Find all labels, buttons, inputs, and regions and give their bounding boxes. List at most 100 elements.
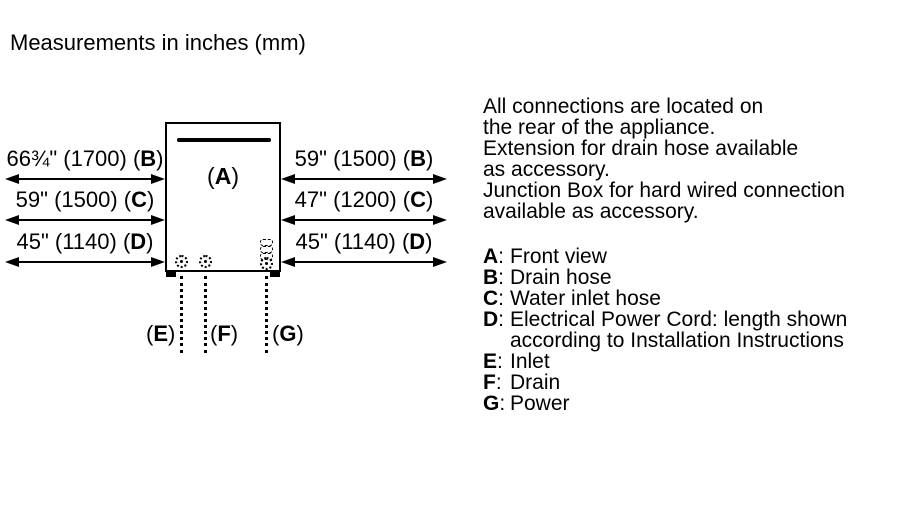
legend-separator: : <box>499 392 506 415</box>
arrow-right-icon <box>151 174 165 184</box>
dimension-key: C <box>131 187 147 212</box>
dimension-value: 45" (1140) ( <box>16 229 131 254</box>
legend-description: Drain <box>510 371 561 394</box>
legend-letter: A <box>483 245 499 268</box>
legend-key: D: <box>483 309 510 351</box>
legend-key: C: <box>483 288 510 309</box>
arrow-right-icon <box>433 215 447 225</box>
inlet-port-icon <box>175 255 188 268</box>
drain-port-icon <box>199 255 212 268</box>
appliance-front-view: (A) <box>165 122 281 272</box>
dimension-close: ) <box>147 187 155 212</box>
drain-leader-line <box>204 276 207 353</box>
legend-separator: : <box>495 371 502 394</box>
legend-letter: F <box>483 371 496 394</box>
power-leader-line <box>265 276 268 353</box>
legend-key: E: <box>483 351 510 372</box>
inlet-leader-line <box>180 276 183 353</box>
legend-key: B: <box>483 267 510 288</box>
arrow-line <box>8 219 162 221</box>
power-cord-coil-icon <box>260 246 273 253</box>
info-panel: All connections are located on the rear … <box>483 96 895 414</box>
port-center-dot <box>204 260 207 263</box>
legend-description: Power <box>510 392 570 415</box>
info-line: All connections are located on <box>483 95 764 118</box>
dimension-close: ) <box>156 146 164 171</box>
legend-description: Water inlet hose <box>510 287 661 310</box>
legend-letter: G <box>483 392 500 415</box>
legend-separator: : <box>497 350 503 373</box>
label-close: ) <box>231 163 239 189</box>
dimension-arrow <box>281 174 447 184</box>
label-close: ) <box>296 321 304 346</box>
dimension-row-right-water-inlet: 47" (1200) (C) <box>281 188 447 228</box>
port-center-dot <box>265 262 268 265</box>
dimension-close: ) <box>426 187 434 212</box>
power-cord-coil-icon <box>260 239 273 246</box>
dimension-key: C <box>410 187 426 212</box>
dimension-value: 59" (1500) ( <box>294 146 411 171</box>
dimension-close: ) <box>425 229 433 254</box>
port-center-dot <box>180 260 183 263</box>
dimension-arrow <box>281 215 447 225</box>
legend-description: Inlet <box>510 350 550 373</box>
legend-separator: : <box>498 287 505 310</box>
info-line: Extension for drain hose available <box>483 137 799 160</box>
legend-row-inlet: E: Inlet <box>483 351 895 372</box>
dimension-arrow <box>5 215 165 225</box>
info-line: the rear of the appliance. <box>483 116 716 139</box>
legend-description: Electrical Power Cord: length shown acco… <box>510 308 848 352</box>
label-open: ( <box>272 321 280 346</box>
page-title: Measurements in inches (mm) <box>10 30 306 55</box>
dimension-value: 59" (1500) ( <box>15 187 132 212</box>
label-key: F <box>217 321 231 346</box>
label-open: ( <box>146 321 154 346</box>
inlet-port-label: (E) <box>146 322 175 346</box>
label-key: E <box>153 321 169 346</box>
dimension-row-left-water-inlet: 59" (1500) (C) <box>5 188 165 228</box>
dimension-key: B <box>410 146 426 171</box>
label-close: ) <box>230 321 239 346</box>
dimension-key: D <box>409 229 426 254</box>
dimension-label: 66¾" (1700) (B) <box>5 147 165 171</box>
appliance-foot-left <box>166 272 176 277</box>
dimension-close: ) <box>426 146 434 171</box>
dimension-label: 59" (1500) (B) <box>281 147 447 171</box>
dimension-key: D <box>130 229 147 254</box>
legend-separator: : <box>498 245 505 268</box>
appliance-label: (A) <box>167 164 279 188</box>
appliance-foot-right <box>270 272 280 277</box>
dimension-row-right-drain-hose: 59" (1500) (B) <box>281 147 447 187</box>
arrow-right-icon <box>151 215 165 225</box>
dimension-arrow <box>281 257 447 267</box>
legend-key: G: <box>483 393 510 414</box>
dimension-label: 47" (1200) (C) <box>281 188 447 212</box>
arrow-line <box>284 219 444 221</box>
arrow-line <box>8 178 162 180</box>
dimension-value: 45" (1140) ( <box>295 229 410 254</box>
legend-row-drain-hose: B: Drain hose <box>483 267 895 288</box>
arrow-right-icon <box>151 257 165 267</box>
dimension-row-left-drain-hose: 66¾" (1700) (B) <box>5 147 165 187</box>
appliance-handle-bar <box>177 138 271 142</box>
legend-row-water-inlet-hose: C: Water inlet hose <box>483 288 895 309</box>
label-open: ( <box>210 321 218 346</box>
legend-description: Front view <box>510 245 607 268</box>
info-line: Junction Box for hard wired connection <box>483 179 845 202</box>
dimension-label: 45" (1140) (D) <box>5 230 165 254</box>
legend-row-front-view: A: Front view <box>483 246 895 267</box>
legend-row-power-cord: D: Electrical Power Cord: length shown a… <box>483 309 895 351</box>
info-line: available as accessory. <box>483 200 699 223</box>
label-open: ( <box>207 163 215 189</box>
dimension-arrow <box>5 257 165 267</box>
legend: A: Front view B: Drain hose C: Water inl… <box>483 246 895 414</box>
legend-description: Drain hose <box>510 266 612 289</box>
legend-row-power: G: Power <box>483 393 895 414</box>
arrow-line <box>8 261 162 263</box>
legend-key: A: <box>483 246 510 267</box>
legend-letter: B <box>483 266 499 289</box>
arrow-line <box>284 261 444 263</box>
legend-separator: : <box>498 308 505 331</box>
dimension-key: B <box>140 146 157 171</box>
